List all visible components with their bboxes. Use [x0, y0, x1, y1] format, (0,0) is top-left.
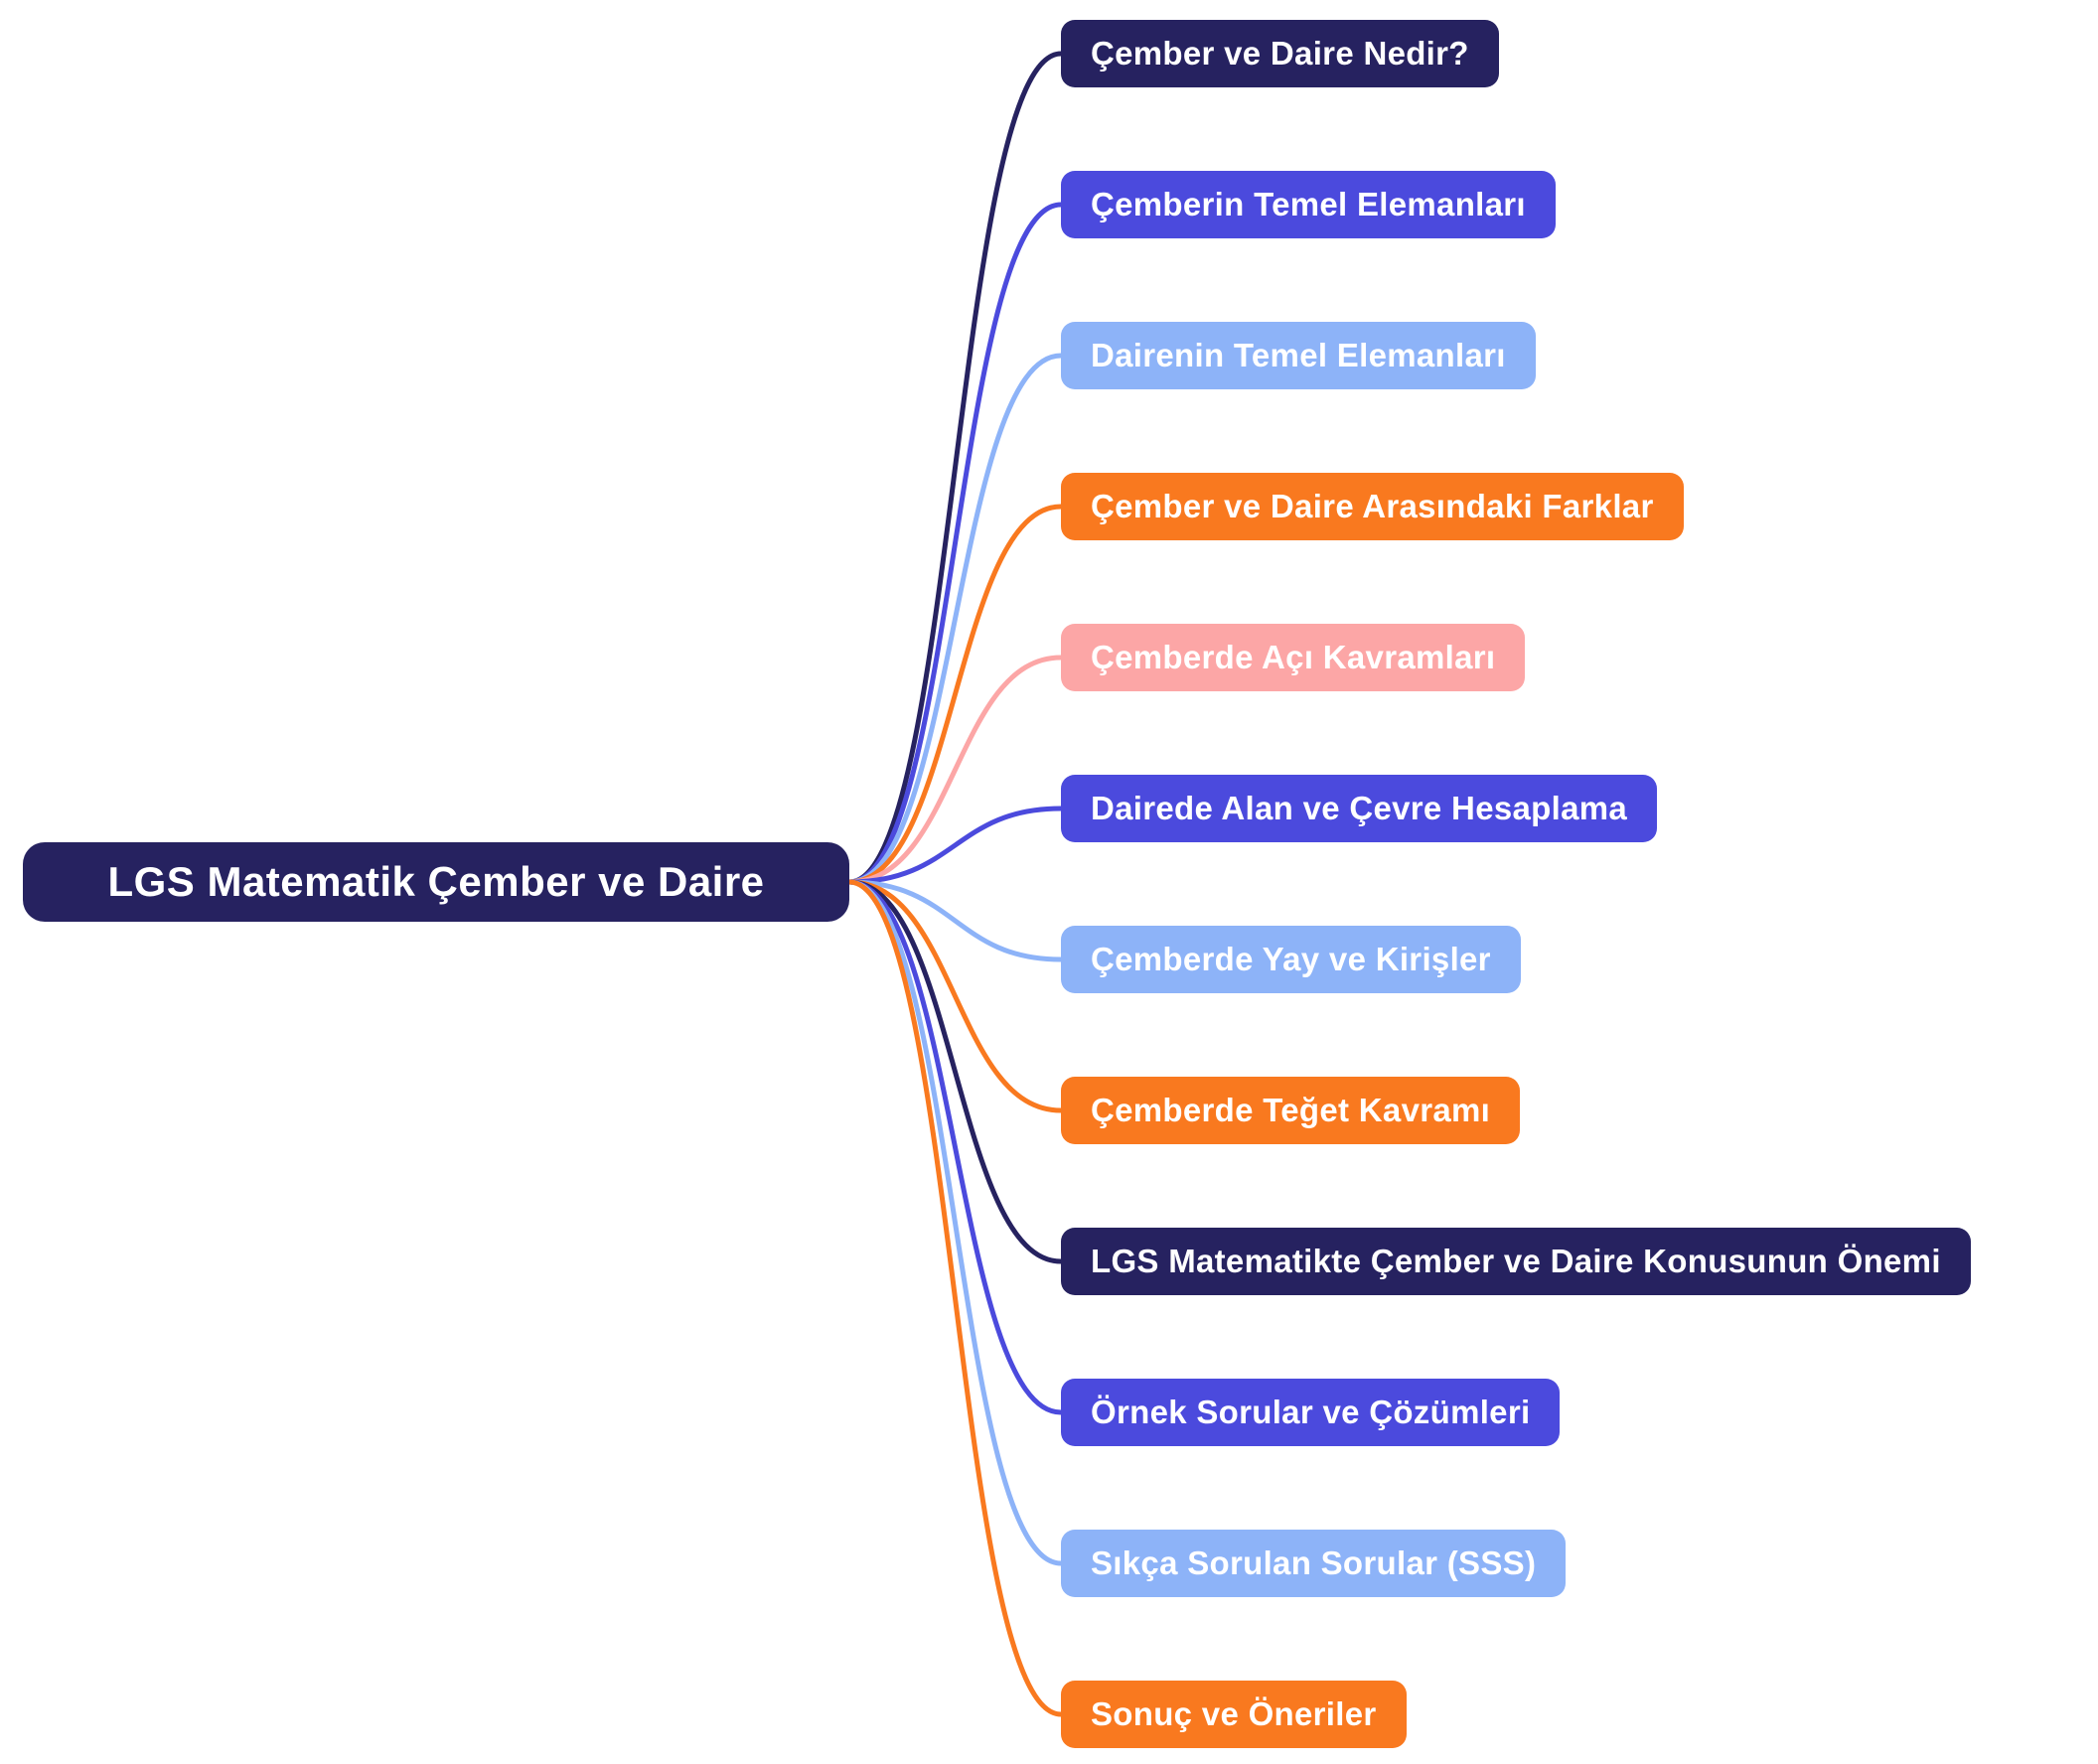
branch-node-2[interactable]: Çemberin Temel Elemanları	[1061, 171, 1556, 238]
connector	[846, 879, 1064, 962]
connector	[846, 202, 1064, 885]
branch-node-9[interactable]: LGS Matematikte Çember ve Daire Konusunu…	[1061, 1228, 1971, 1295]
connector	[846, 879, 1064, 1264]
branch-node-4[interactable]: Çember ve Daire Arasındaki Farklar	[1061, 473, 1684, 540]
connector	[846, 879, 1064, 1717]
connector	[846, 51, 1064, 885]
connector	[846, 353, 1064, 885]
branch-node-5[interactable]: Çemberde Açı Kavramları	[1061, 624, 1526, 691]
branch-node-8[interactable]: Çemberde Teğet Kavramı	[1061, 1077, 1521, 1144]
connector	[846, 879, 1064, 1113]
branch-node-12[interactable]: Sonuç ve Öneriler	[1061, 1681, 1407, 1748]
branch-node-3[interactable]: Dairenin Temel Elemanları	[1061, 322, 1536, 389]
branch-node-1[interactable]: Çember ve Daire Nedir?	[1061, 20, 1499, 87]
connector	[846, 806, 1064, 885]
connector	[846, 655, 1064, 885]
branch-node-7[interactable]: Çemberde Yay ve Kirişler	[1061, 926, 1521, 993]
branch-node-6[interactable]: Dairede Alan ve Çevre Hesaplama	[1061, 775, 1658, 842]
branch-list: Çember ve Daire Nedir? Çemberin Temel El…	[1061, 20, 1971, 1748]
branch-node-11[interactable]: Sıkça Sorulan Sorular (SSS)	[1061, 1530, 1567, 1597]
branch-node-10[interactable]: Örnek Sorular ve Çözümleri	[1061, 1379, 1561, 1446]
connector	[846, 504, 1064, 885]
connector	[846, 879, 1064, 1566]
central-topic-node[interactable]: LGS Matematik Çember ve Daire	[23, 842, 849, 922]
connector	[846, 879, 1064, 1415]
